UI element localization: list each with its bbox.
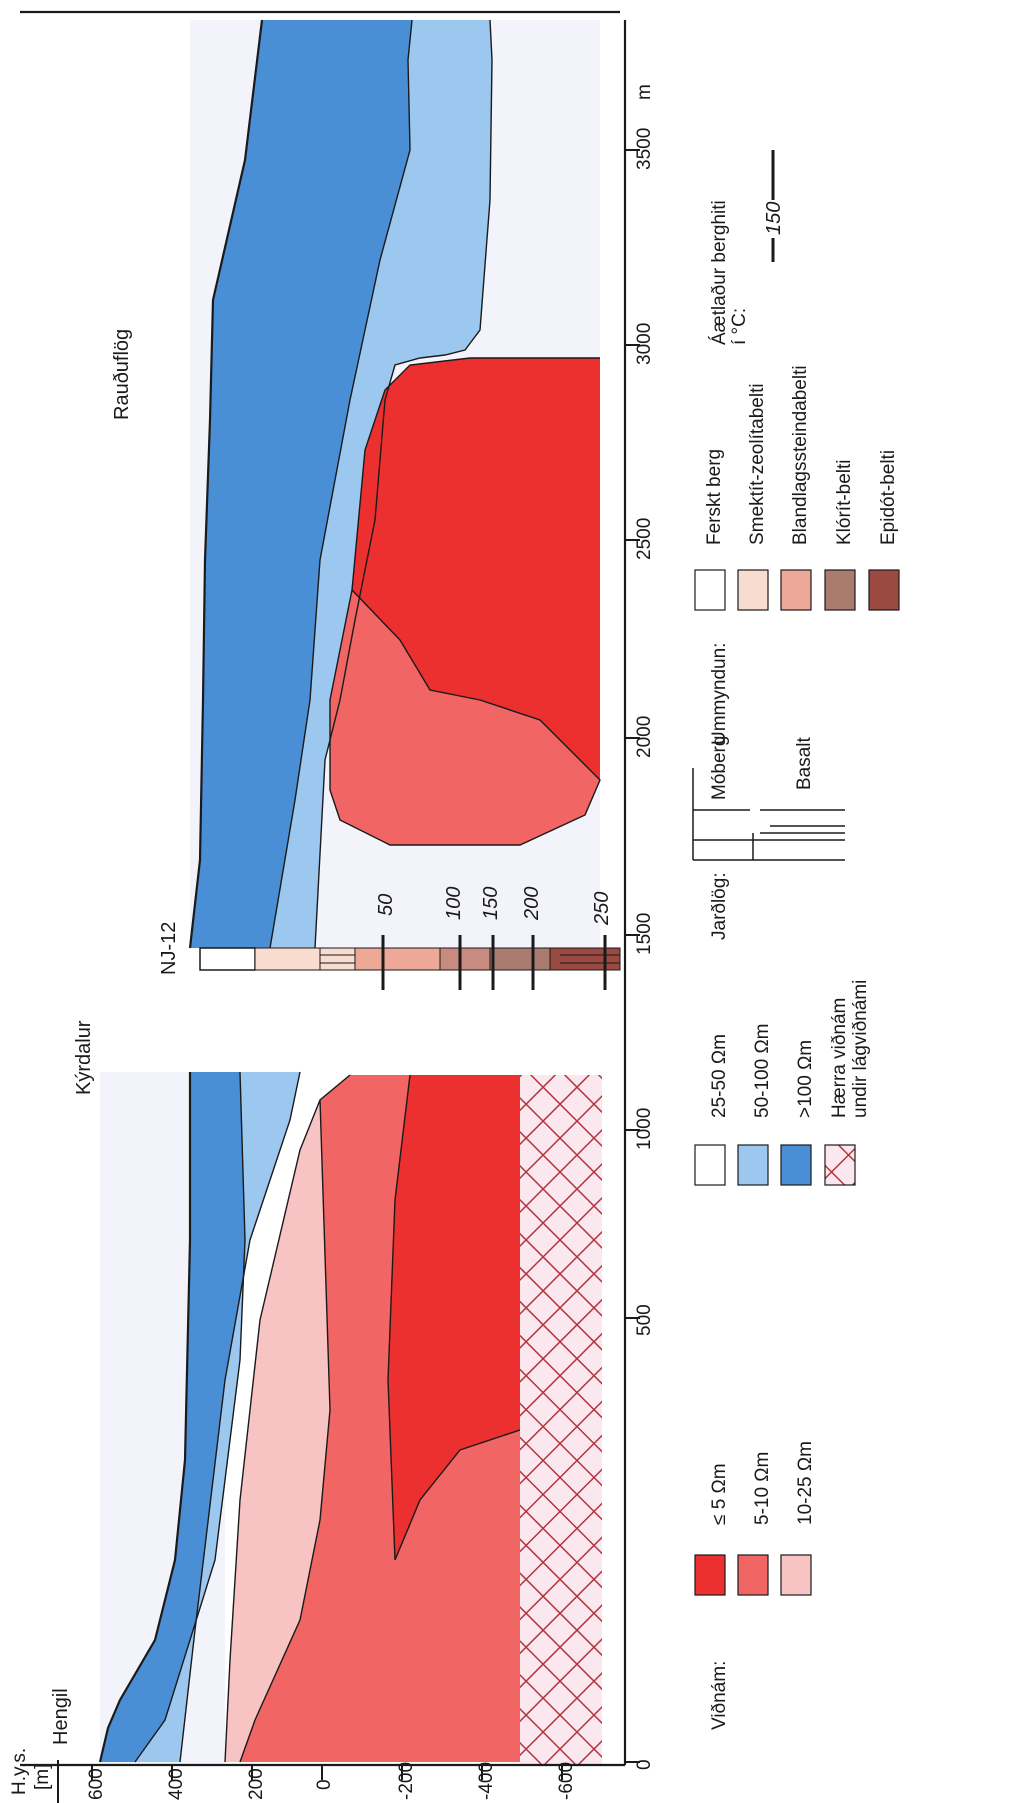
svg-text:[m]: [m] (32, 1764, 53, 1790)
label-kyrdalur: Kýrdalur (73, 1020, 95, 1095)
svg-text:0: 0 (634, 1759, 655, 1770)
svg-text:Jarðlög:: Jarðlög: (709, 872, 730, 940)
label-raudufl: Rauðuflög (111, 329, 133, 420)
svg-text:Blandlagssteindabelti: Blandlagssteindabelti (790, 365, 811, 545)
svg-text:Smektít-zeolítabelti: Smektít-zeolítabelti (747, 383, 768, 545)
svg-text:10-25 Ωm: 10-25 Ωm (795, 1441, 816, 1525)
svg-text:50-100 Ωm: 50-100 Ωm (752, 1024, 773, 1118)
svg-text:1000: 1000 (634, 1108, 655, 1150)
legend-resistivity: Viðnám: ≤ 5 Ωm 5-10 Ωm 10-25 Ωm 25-50 Ωm… (695, 980, 871, 1730)
svg-text:500: 500 (634, 1304, 655, 1336)
svg-text:Ferskt berg: Ferskt berg (704, 449, 725, 545)
svg-text:3500: 3500 (634, 128, 655, 170)
svg-text:m: m (634, 84, 655, 100)
x-axis-labels: 0 500 1000 1500 2000 2500 3000 3500 m (634, 84, 655, 1770)
svg-text:undir lágviðnámi: undir lágviðnámi (850, 980, 871, 1118)
svg-text:≤ 5 Ωm: ≤ 5 Ωm (709, 1463, 730, 1525)
zone-hatch-left (520, 1075, 602, 1765)
svg-text:3000: 3000 (634, 323, 655, 365)
legend-alteration: Ummyndun: Ferskt berg Smektít-zeolítabel… (695, 365, 899, 745)
svg-text:Viðnám:: Viðnám: (709, 1661, 730, 1730)
isotherm-50: 50 (375, 894, 397, 916)
svg-text:Epidót-belti: Epidót-belti (878, 450, 899, 545)
svg-text:-200: -200 (396, 1762, 417, 1800)
svg-text:-600: -600 (556, 1762, 577, 1800)
isotherm-250: 250 (591, 892, 613, 926)
svg-text:0: 0 (314, 1779, 335, 1790)
label-well: NJ-12 (158, 922, 180, 975)
svg-text:-400: -400 (476, 1762, 497, 1800)
svg-text:Klórít-belti: Klórít-belti (834, 459, 855, 545)
isotherm-200: 200 (521, 887, 543, 921)
svg-text:Ummyndun:: Ummyndun: (709, 643, 730, 745)
well-column (200, 948, 620, 970)
svg-text:>100 Ωm: >100 Ωm (795, 1040, 816, 1118)
svg-text:Áætlaður berghiti: Áætlaður berghiti (709, 200, 730, 345)
label-hengil: Hengil (50, 1688, 72, 1745)
legend-temperature: Áætlaður berghiti í °C: 150 (709, 150, 785, 345)
svg-text:2500: 2500 (634, 518, 655, 560)
isotherm-100: 100 (443, 887, 465, 920)
svg-text:2000: 2000 (634, 716, 655, 758)
svg-text:Basalt: Basalt (794, 736, 815, 790)
svg-text:H.y.s.: H.y.s. (9, 1748, 30, 1795)
svg-text:Hærra viðnám: Hærra viðnám (829, 998, 850, 1118)
svg-text:5-10 Ωm: 5-10 Ωm (752, 1452, 773, 1525)
isotherm-150: 150 (480, 887, 502, 920)
svg-text:1500: 1500 (634, 913, 655, 955)
svg-text:150: 150 (763, 202, 785, 235)
svg-text:600: 600 (86, 1768, 107, 1800)
svg-text:25-50 Ωm: 25-50 Ωm (709, 1034, 730, 1118)
svg-text:í °C:: í °C: (729, 308, 750, 345)
legend-geology: Jarðlög: Móberg Basalt (693, 736, 845, 940)
svg-text:200: 200 (246, 1768, 267, 1800)
svg-text:400: 400 (166, 1768, 187, 1800)
section-plot: 50 100 150 200 250 Hengil Kýrdalur Rauðu… (9, 12, 655, 1803)
